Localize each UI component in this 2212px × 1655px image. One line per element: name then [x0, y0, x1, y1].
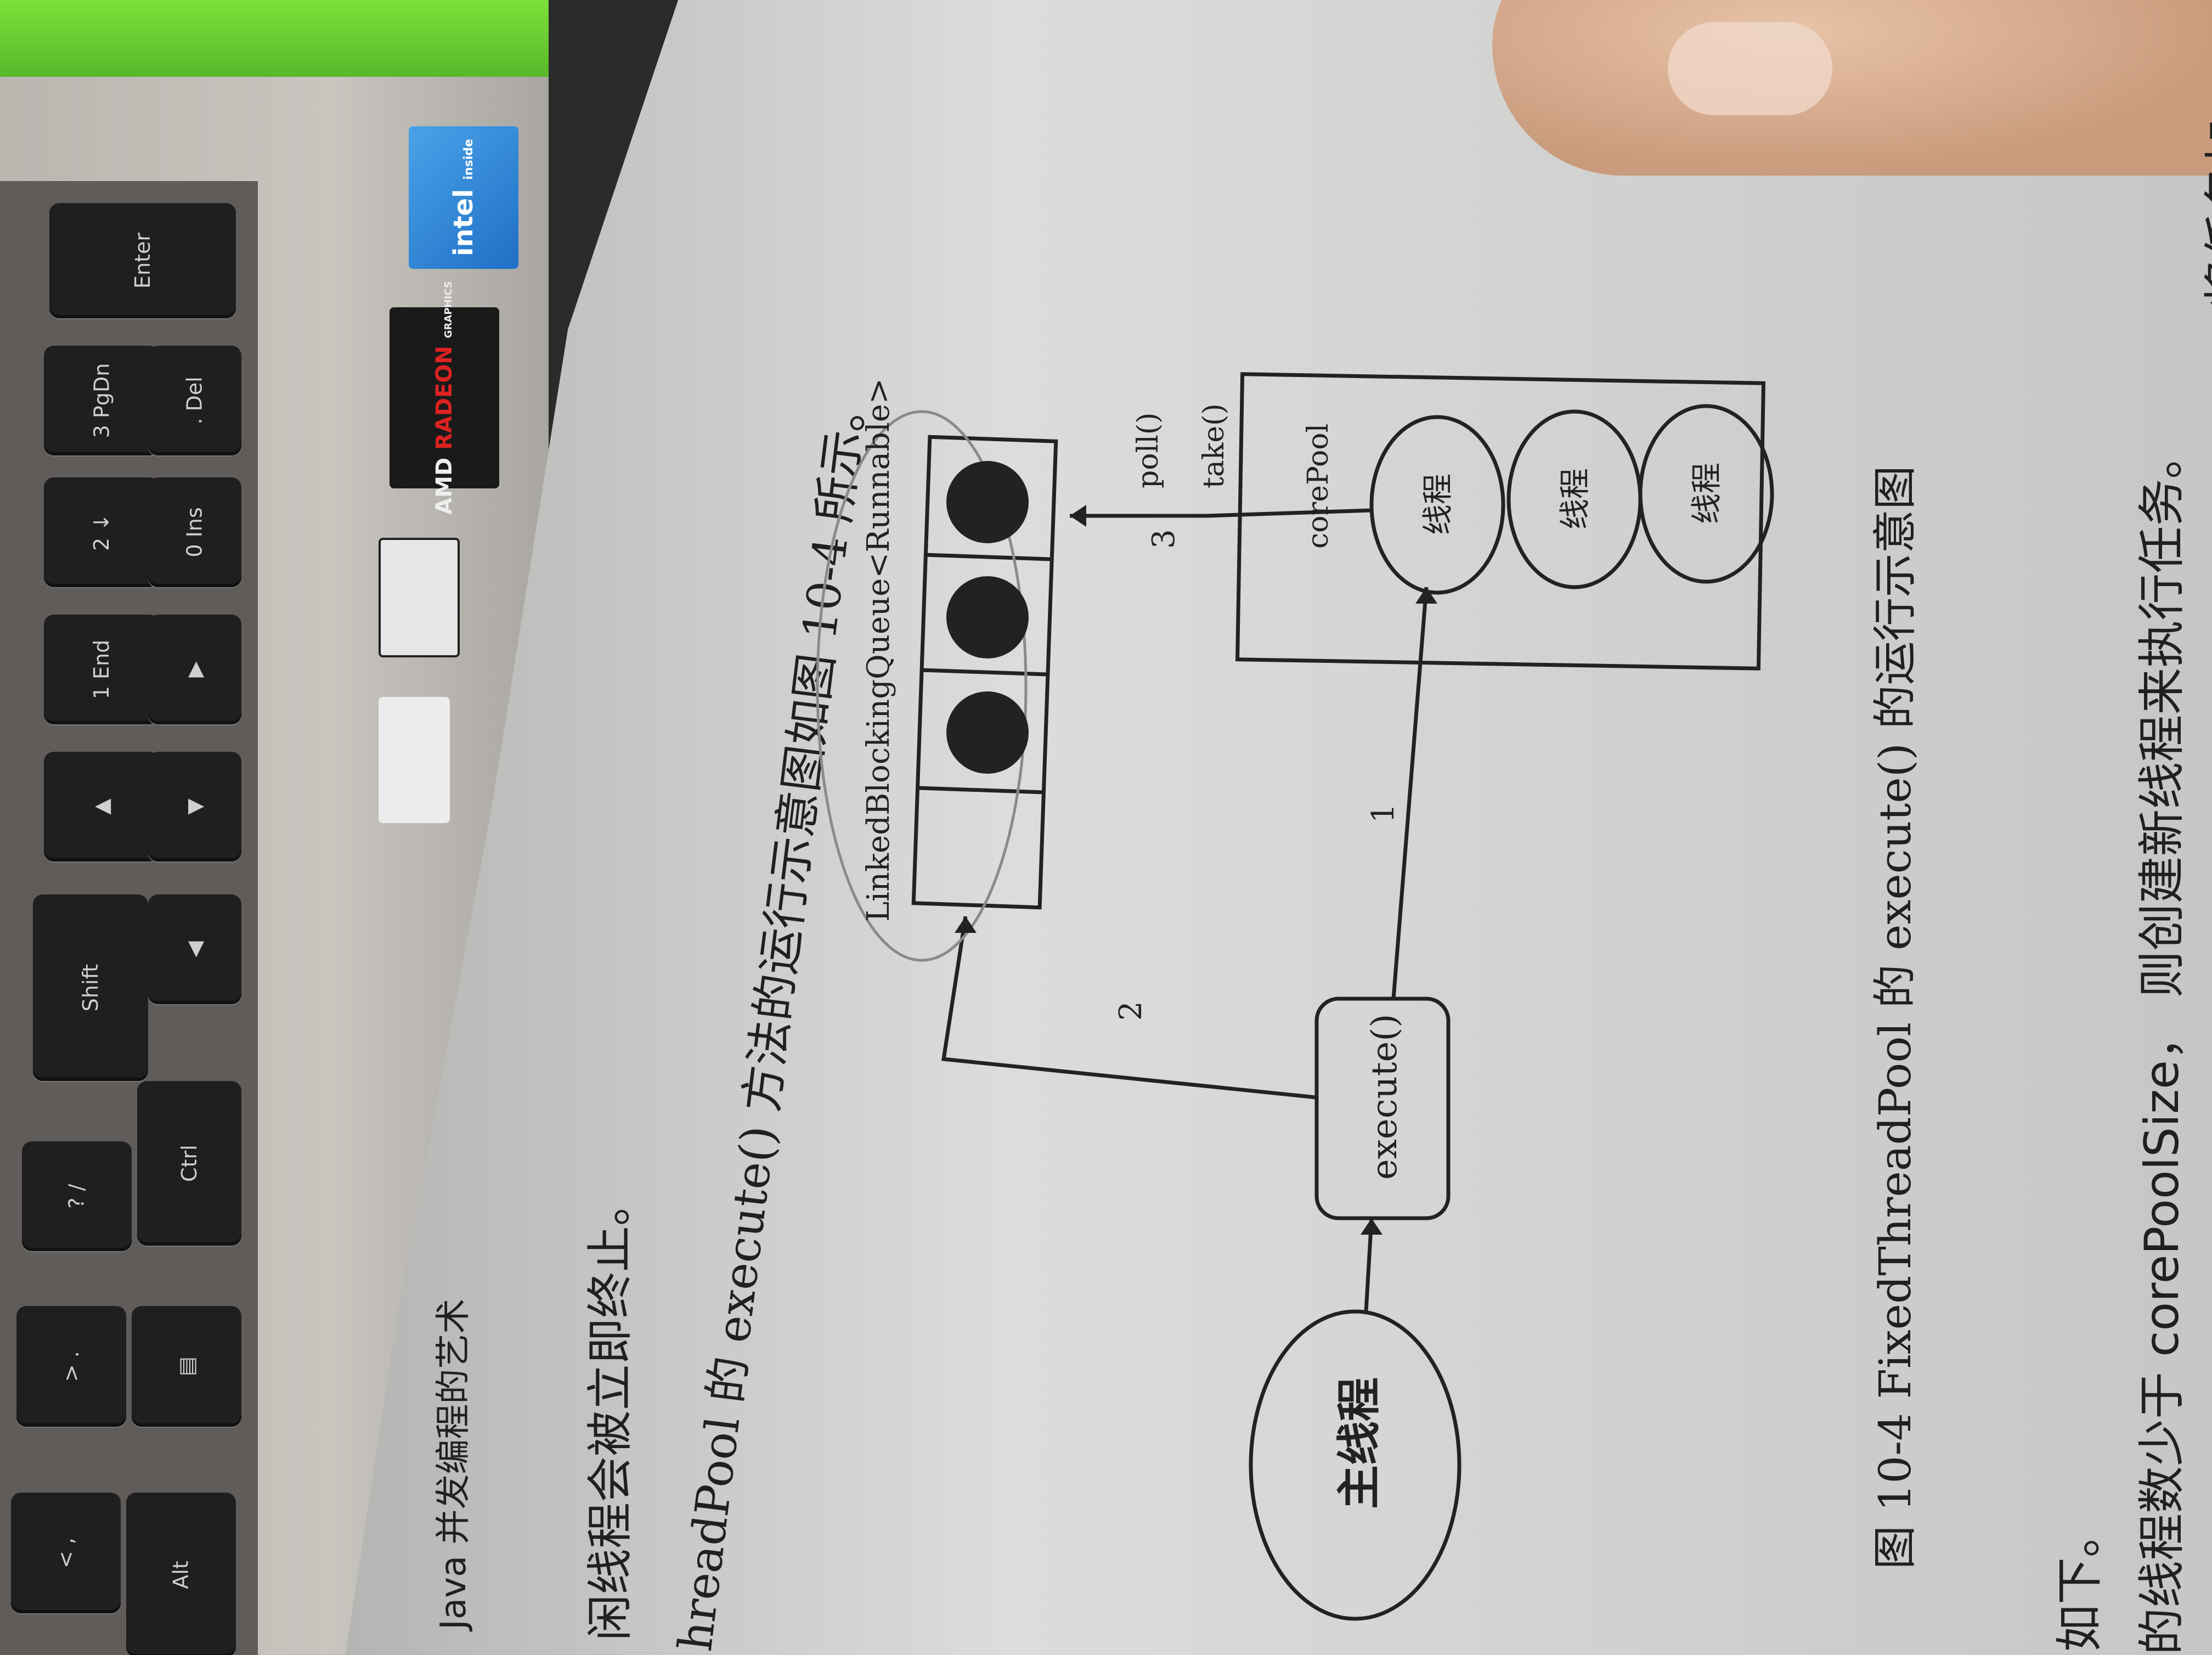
- key-del: . Del: [148, 346, 241, 455]
- key-arrow-down: ▼: [148, 752, 241, 862]
- key-enter: Enter: [49, 203, 236, 318]
- key-slash: ? /: [22, 1141, 132, 1251]
- step-3-label: 3: [1146, 529, 1182, 549]
- amd-radeon-sticker: AMD RADEON GRAPHICS: [390, 281, 499, 515]
- key-shift: Shift: [33, 894, 148, 1081]
- finger: [1492, 0, 2212, 176]
- pencil-circle: [816, 410, 1028, 962]
- queue-task-1: [946, 461, 1029, 543]
- main-thread-label: 主线程: [1334, 1377, 1385, 1509]
- key-alt: Alt: [126, 1493, 236, 1655]
- step-1-label: 1: [1365, 803, 1401, 823]
- key-comma: < ,: [11, 1493, 121, 1613]
- book-page: [340, 0, 2212, 1655]
- dolby-sticker: [379, 538, 460, 657]
- key-arrow-right: ▶: [148, 615, 241, 724]
- arrowhead-pool: [1415, 587, 1437, 604]
- intel-sticker: intel inside: [409, 126, 518, 269]
- key-ctrl: Ctrl: [137, 1081, 241, 1246]
- core-pool-box: [1235, 372, 1766, 671]
- worker-label-1: 线程: [1420, 474, 1456, 535]
- take-label: take(): [1198, 403, 1231, 488]
- execute-label: execute(): [1364, 1014, 1405, 1180]
- fingernail: [1668, 22, 1832, 115]
- queue-task-3: [946, 691, 1029, 774]
- worker-label-3: 线程: [1689, 463, 1725, 524]
- key-menu: ▤: [132, 1306, 241, 1427]
- queue-label: LinkedBlockingQueue<Runnable>: [861, 378, 896, 922]
- keyboard: Enter 3 PgDn . Del 2 ↓ 0 Ins 1 End ▶ ▲ ▼…: [0, 181, 258, 1655]
- red-logo-sticker: [379, 697, 450, 823]
- screen-edge-green: [0, 0, 549, 77]
- key-period: > .: [16, 1306, 126, 1427]
- step-2-label: 2: [1113, 1001, 1149, 1021]
- arrow-worker-to-queue: [1070, 508, 1372, 518]
- key-0-ins: 0 Ins: [148, 477, 241, 587]
- arrowhead-queue: [955, 916, 977, 933]
- page-shadow: [340, 0, 2212, 1655]
- execute-node: [1314, 997, 1451, 1220]
- arrow-execute-to-queue: [941, 916, 1317, 1100]
- key-3-pgdn: 3 PgDn: [44, 346, 159, 455]
- worker-label-2: 线程: [1558, 468, 1593, 530]
- worker-node-3: [1638, 404, 1774, 584]
- core-pool-label: corePool: [1302, 424, 1335, 549]
- worker-node-1: [1369, 415, 1505, 595]
- key-arrow-left: ◀: [148, 894, 241, 1004]
- arrow-execute-to-pool: [1391, 587, 1429, 999]
- key-1-end: 1 End: [44, 615, 159, 724]
- poll-label: poll(): [1132, 413, 1165, 488]
- key-arrow-up: ▲: [44, 752, 159, 862]
- queue-task-2: [946, 576, 1029, 658]
- arrowhead-execute: [1361, 1218, 1383, 1235]
- main-thread-node: [1249, 1309, 1462, 1621]
- arrowhead-take: [1070, 505, 1086, 527]
- key-2-down: 2 ↓: [44, 477, 159, 587]
